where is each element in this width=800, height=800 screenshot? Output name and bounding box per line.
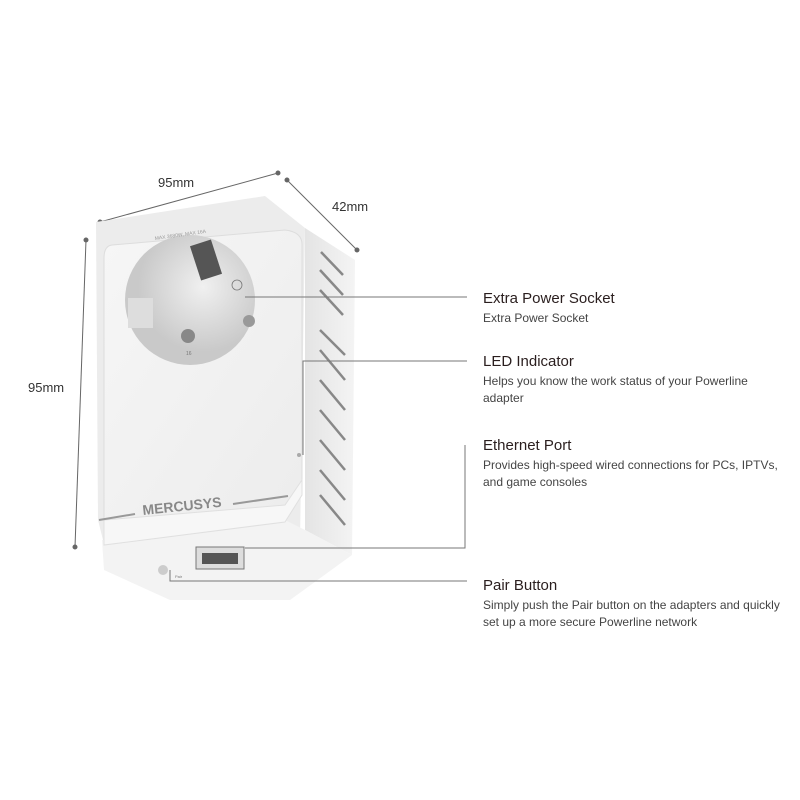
feature-title: Ethernet Port — [483, 437, 572, 454]
feature-pair-button: Pair Button Simply push the Pair button … — [483, 577, 783, 631]
feature-extra-power-socket: Extra Power Socket Extra Power Socket — [483, 290, 783, 327]
feature-title: Pair Button — [483, 577, 558, 594]
feature-ethernet-port: Ethernet Port Provides high-speed wired … — [483, 437, 783, 491]
feature-description: Helps you know the work status of your P… — [483, 374, 748, 405]
socket-label: 16 — [186, 351, 192, 357]
feature-title: LED Indicator — [483, 353, 574, 370]
depth-dimension: 42mm — [332, 199, 369, 214]
feature-led-indicator: LED Indicator Helps you know the work st… — [483, 353, 783, 407]
height-dimension: 95mm — [28, 380, 65, 395]
pair-button — [158, 565, 168, 575]
feature-title: Extra Power Socket — [483, 290, 615, 307]
leader-lines — [169, 296, 467, 582]
power-socket — [125, 235, 255, 365]
feature-description: Extra Power Socket — [483, 311, 589, 325]
led-indicator — [297, 453, 301, 457]
feature-description: Provides high-speed wired connections fo… — [483, 458, 778, 489]
feature-description: Simply push the Pair button on the adapt… — [483, 598, 780, 629]
pair-label: Pair — [175, 574, 183, 579]
width-dimension: 95mm — [158, 175, 195, 190]
powerline-adapter — [96, 196, 355, 600]
dimension-lines — [72, 170, 360, 550]
ground-symbol-icon — [231, 279, 243, 291]
